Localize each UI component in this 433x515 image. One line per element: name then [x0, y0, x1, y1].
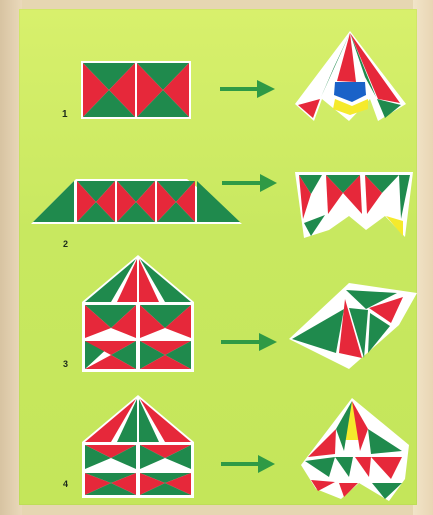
step-1-folded-result: [295, 31, 406, 121]
folding-diagram: 1 2: [19, 9, 417, 505]
step-3-flat-pattern: [82, 255, 194, 372]
step-3-folded-result: [289, 283, 417, 369]
step-4-flat-pattern: [82, 395, 194, 498]
step-4-number: 4: [63, 479, 68, 489]
step-2-number: 2: [63, 239, 68, 249]
step-2-folded-result: [295, 172, 413, 238]
step-3-arrow: [221, 333, 277, 351]
step-2-arrow: [222, 174, 277, 192]
step-2-flat-pattern: [31, 179, 242, 224]
step-4-arrow: [221, 455, 275, 473]
step-3-number: 3: [63, 359, 68, 369]
step-1-arrow: [220, 80, 275, 98]
step-1-flat-pattern: [81, 61, 191, 119]
step-4-folded-result: [301, 398, 409, 501]
step-1-number: 1: [62, 109, 68, 120]
